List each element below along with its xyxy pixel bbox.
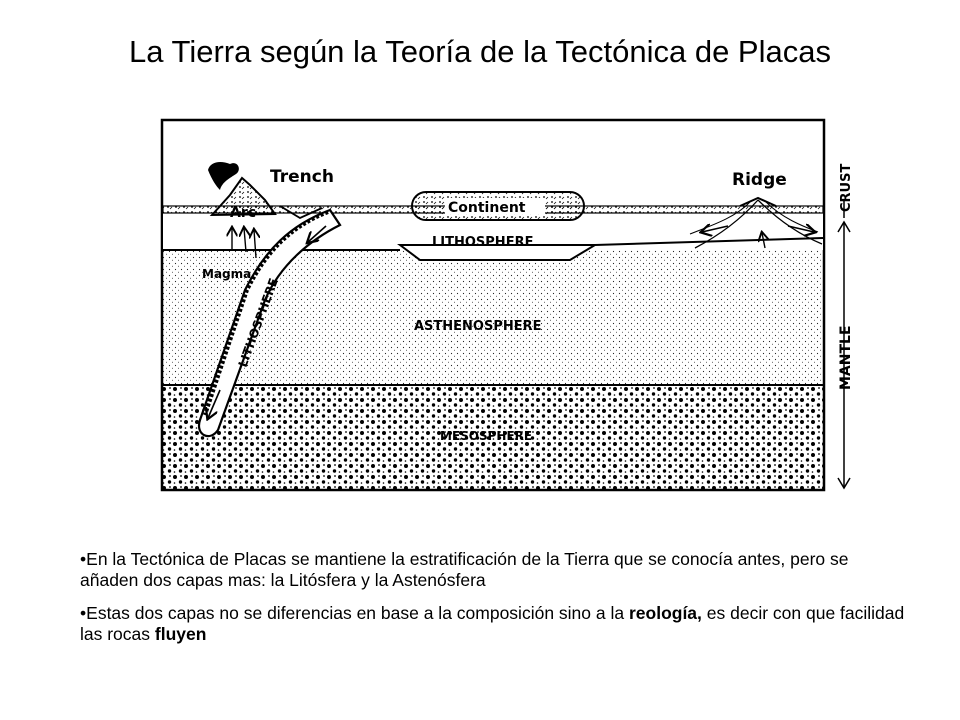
continent-label: Continent (448, 200, 526, 216)
trench-label: Trench (270, 167, 334, 187)
bullet-marker: • (80, 549, 87, 569)
tectonic-diagram: Trench Ridge Arc Continent LITHOSPHERE M… (150, 100, 872, 532)
lithosphere-label: LITHOSPHERE (432, 235, 533, 250)
bullet-bold-term: reología, (628, 603, 702, 623)
magma-arrow-2 (244, 228, 246, 253)
slide-title: La Tierra según la Teoría de la Tectónic… (129, 34, 831, 69)
magma-label: Magma (202, 267, 251, 281)
mantle-scale-label: MANTLE (838, 325, 854, 390)
bullet-item-strata: •En la Tectónica de Placas se mantiene l… (80, 549, 910, 591)
slab-motion-arrow (308, 225, 327, 242)
continent-root (397, 244, 599, 261)
arc-label: Arc (230, 205, 256, 221)
ridge-flow-left-arrow (702, 226, 729, 232)
volcanic-plume (208, 162, 239, 190)
mid-ocean-ridge (739, 196, 777, 207)
arc-volcano (209, 176, 277, 217)
mesosphere-layer (163, 385, 823, 489)
crust-scale-label: CRUST (839, 164, 854, 212)
bullet-text: es decir con que facilidad las rocas (80, 603, 905, 644)
ridge-label: Ridge (732, 170, 787, 190)
mesosphere-label: MESOSPHERE (440, 429, 532, 443)
slab-descent-arrow (208, 389, 221, 418)
ridge-flow-right-arrow (787, 226, 814, 232)
bullet-bold-term: fluyen (154, 624, 207, 644)
magma-arrow-3 (254, 230, 256, 259)
bullet-text: En la Tectónica de Placas se mantiene la… (80, 549, 849, 590)
bullet-item-rheology: •Estas dos capas no se diferencias en ba… (80, 603, 910, 645)
bullet-marker: • (80, 603, 87, 623)
asthenosphere-label: ASTHENOSPHERE (414, 319, 542, 334)
bullet-text: Estas dos capas no se diferencias en bas… (86, 603, 629, 623)
upwelling-arrow (762, 233, 765, 249)
bullet-list: •En la Tectónica de Placas se mantiene l… (80, 549, 910, 657)
